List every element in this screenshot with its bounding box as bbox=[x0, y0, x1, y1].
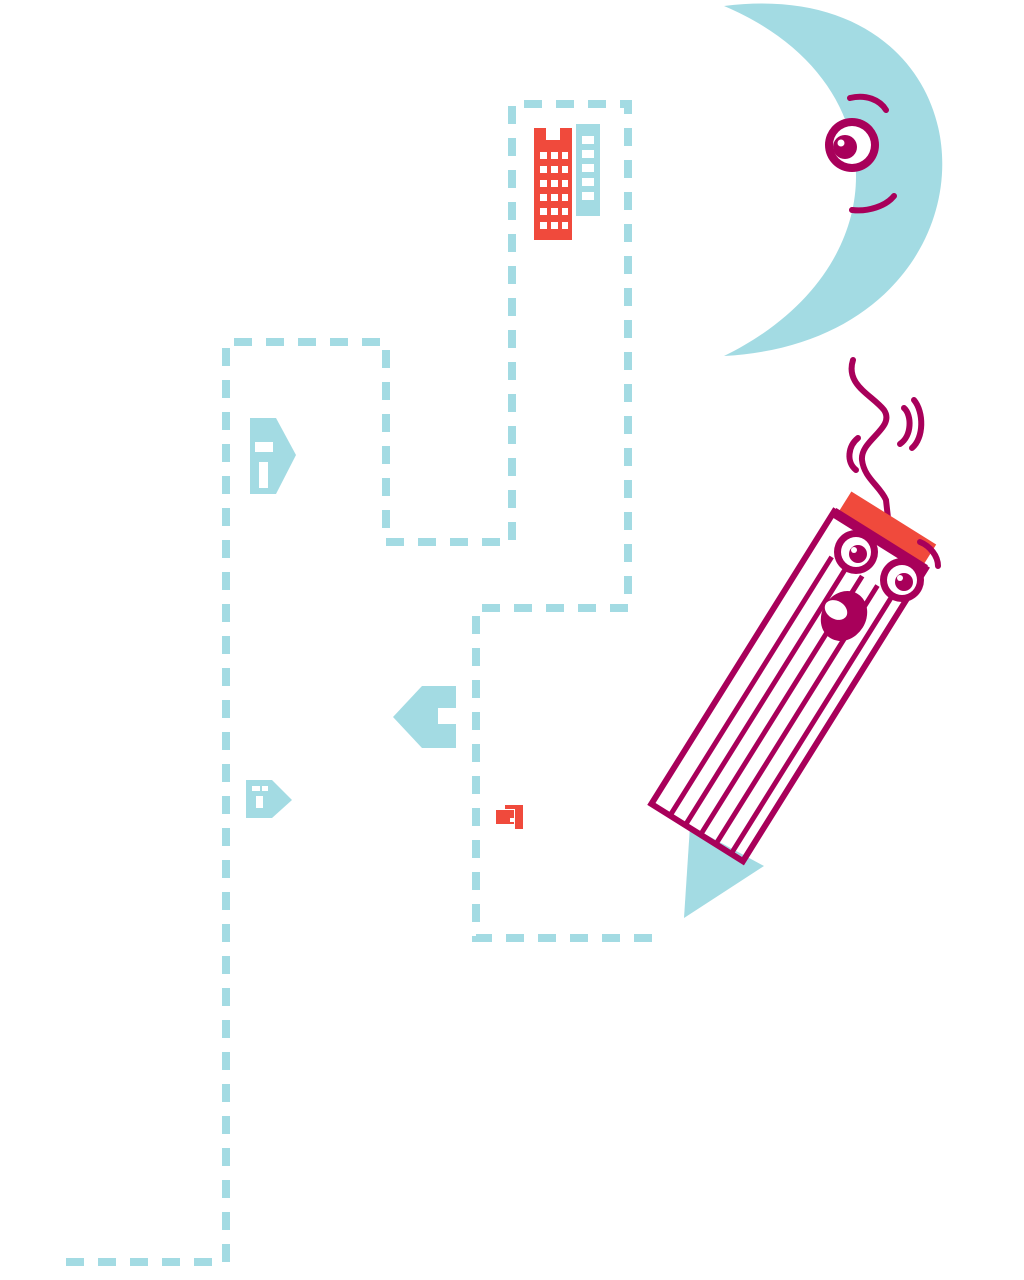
pencil-tip-icon bbox=[684, 826, 764, 918]
crescent-moon-face-icon bbox=[724, 3, 943, 356]
house-arrow-icon bbox=[250, 418, 296, 494]
small-building-icon bbox=[393, 686, 456, 748]
tall-building-icon bbox=[534, 124, 600, 240]
string-squiggle bbox=[846, 357, 925, 521]
pencil-mouth-icon bbox=[820, 591, 868, 641]
tiny-red-marker-icon bbox=[496, 805, 523, 829]
dashed-path bbox=[66, 100, 664, 1266]
pencil-eyes-icon bbox=[834, 530, 924, 602]
pencil-character-icon bbox=[647, 491, 941, 918]
moon-smile-icon bbox=[849, 193, 897, 214]
tiny-house-icon bbox=[246, 780, 292, 818]
